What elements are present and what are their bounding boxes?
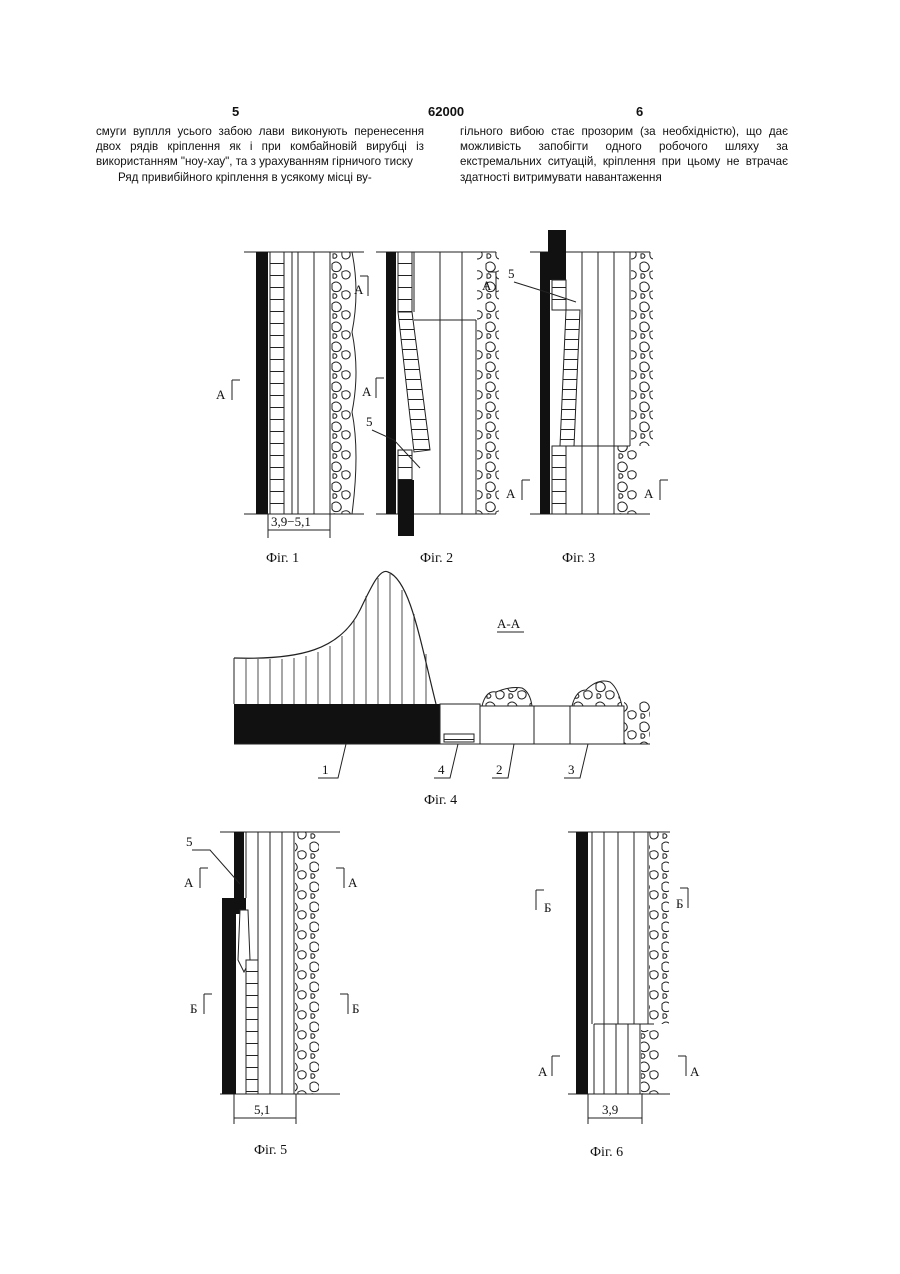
figure-6: Б Б А А 3,9 Фіг. 6 bbox=[536, 832, 700, 1160]
fig5-caption: Фіг. 5 bbox=[254, 1143, 287, 1158]
svg-text:А: А bbox=[506, 486, 516, 501]
figure-5: 5 А А Б Б 5,1 Фіг. 5 bbox=[184, 832, 359, 1158]
svg-text:Б: Б bbox=[676, 896, 683, 911]
svg-text:А: А bbox=[690, 1064, 700, 1079]
fig3-caption: Фіг. 3 bbox=[562, 551, 595, 566]
fig4-label-4: 4 bbox=[438, 762, 445, 777]
fig5-section-b-right: Б bbox=[340, 994, 359, 1016]
fig4-label-2: 2 bbox=[496, 762, 503, 777]
fig4-title: А-А bbox=[497, 616, 521, 631]
fig5-dimension: 5,1 bbox=[254, 1102, 270, 1117]
fig4-caption: Фіг. 4 bbox=[424, 793, 457, 808]
svg-text:А: А bbox=[348, 875, 358, 890]
fig1-caption: Фіг. 1 bbox=[266, 551, 299, 566]
svg-text:Б: Б bbox=[544, 900, 551, 915]
fig2-caption: Фіг. 2 bbox=[420, 551, 453, 566]
fig2-section-marker-bottom: А bbox=[506, 480, 530, 501]
svg-text:А: А bbox=[354, 282, 364, 297]
svg-text:А: А bbox=[362, 384, 372, 399]
fig6-section-b-left: Б bbox=[536, 890, 551, 915]
fig6-section-b-right: Б bbox=[676, 888, 688, 911]
fig3-section-marker: А bbox=[644, 480, 668, 501]
fig1-dimension: 3,9−5,1 bbox=[271, 514, 311, 529]
figure-3: 5 А Фіг. 3 bbox=[508, 230, 668, 566]
fig6-dimension: 3,9 bbox=[602, 1102, 618, 1117]
fig2-callout: 5 bbox=[366, 414, 373, 429]
svg-text:Б: Б bbox=[352, 1001, 359, 1016]
fig1-section-marker-left: А bbox=[216, 380, 240, 402]
svg-text:Б: Б bbox=[190, 1001, 197, 1016]
svg-text:А: А bbox=[538, 1064, 548, 1079]
figure-2: А А А 5 Фіг. 2 bbox=[362, 252, 530, 566]
fig5-callout: 5 bbox=[186, 834, 193, 849]
svg-text:А: А bbox=[184, 875, 194, 890]
svg-text:А: А bbox=[644, 486, 654, 501]
svg-text:А: А bbox=[216, 387, 226, 402]
svg-text:А: А bbox=[482, 278, 492, 293]
fig4-label-3: 3 bbox=[568, 762, 575, 777]
figure-4: А-А 1 4 2 3 Фіг. 4 bbox=[234, 571, 650, 808]
fig6-section-a-left: А bbox=[538, 1056, 560, 1079]
fig6-caption: Фіг. 6 bbox=[590, 1145, 623, 1160]
fig5-section-a-right: А bbox=[336, 868, 358, 890]
fig3-callout: 5 bbox=[508, 266, 515, 281]
fig2-section-marker-left: А bbox=[362, 378, 384, 399]
fig5-section-a-left: А bbox=[184, 868, 208, 890]
figure-1: А А 3,9−5,1 Фіг. 1 bbox=[216, 252, 368, 566]
fig6-section-a-right: А bbox=[678, 1056, 700, 1079]
fig1-section-marker-right: А bbox=[354, 276, 368, 297]
fig4-label-1: 1 bbox=[322, 762, 329, 777]
fig5-section-b-left: Б bbox=[190, 994, 212, 1016]
